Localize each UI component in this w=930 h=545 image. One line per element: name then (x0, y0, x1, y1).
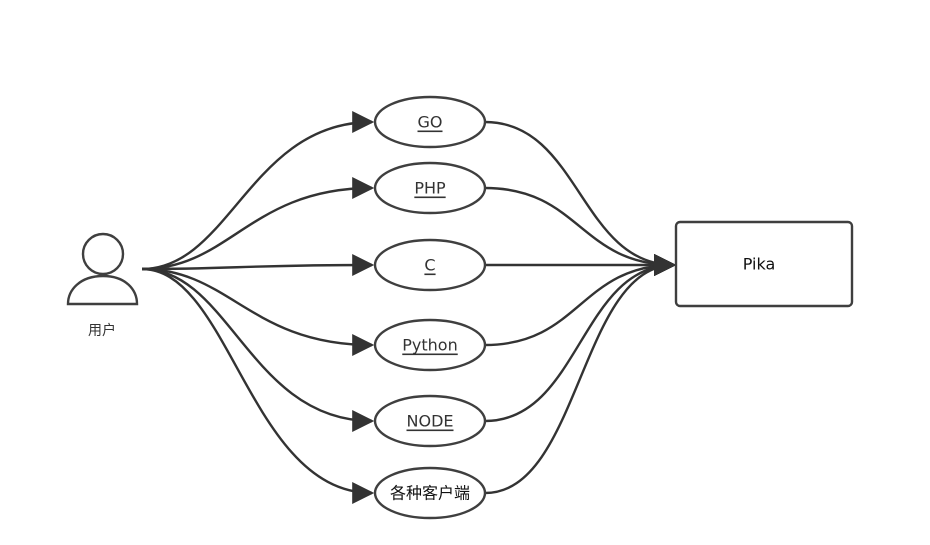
edge-user-to-c (141, 254, 375, 277)
edge-user-to-python (141, 267, 375, 356)
edge-php-to-pika (484, 186, 677, 276)
client-label-python[interactable]: Python (402, 336, 457, 355)
client-label-various: 各种客户端 (390, 484, 470, 503)
edge-user-to-php (141, 177, 375, 271)
client-node-php[interactable]: PHP (373, 161, 487, 215)
edge-user-to-go (141, 111, 375, 271)
client-node-go[interactable]: GO (373, 95, 487, 149)
client-label-go[interactable]: GO (418, 113, 443, 132)
user-label: 用户 (88, 322, 116, 339)
pika-label: Pika (743, 255, 776, 274)
client-label-c[interactable]: C (424, 256, 435, 275)
edge-clients-to-pika (484, 254, 677, 495)
client-nodes: GO PHP C Python NODE 各种客户端 (373, 95, 487, 520)
user-actor: 用户 (66, 232, 139, 339)
pika-box (674, 220, 854, 308)
edge-user-to-clients (141, 267, 375, 504)
user-to-client-edges (141, 111, 375, 504)
user-icon (66, 232, 139, 306)
client-node-python[interactable]: Python (373, 318, 487, 372)
client-node-node[interactable]: NODE (373, 394, 487, 448)
edge-node-to-pika (484, 254, 677, 423)
client-label-php[interactable]: PHP (414, 179, 446, 198)
client-label-node[interactable]: NODE (407, 412, 454, 431)
client-to-server-edges (484, 120, 677, 495)
edge-python-to-pika (484, 254, 677, 347)
edge-user-to-node (141, 267, 375, 432)
pika-server-node: Pika (674, 220, 854, 308)
client-node-c[interactable]: C (373, 238, 487, 292)
client-node-various: 各种客户端 (373, 466, 487, 520)
edge-go-to-pika (484, 120, 677, 276)
